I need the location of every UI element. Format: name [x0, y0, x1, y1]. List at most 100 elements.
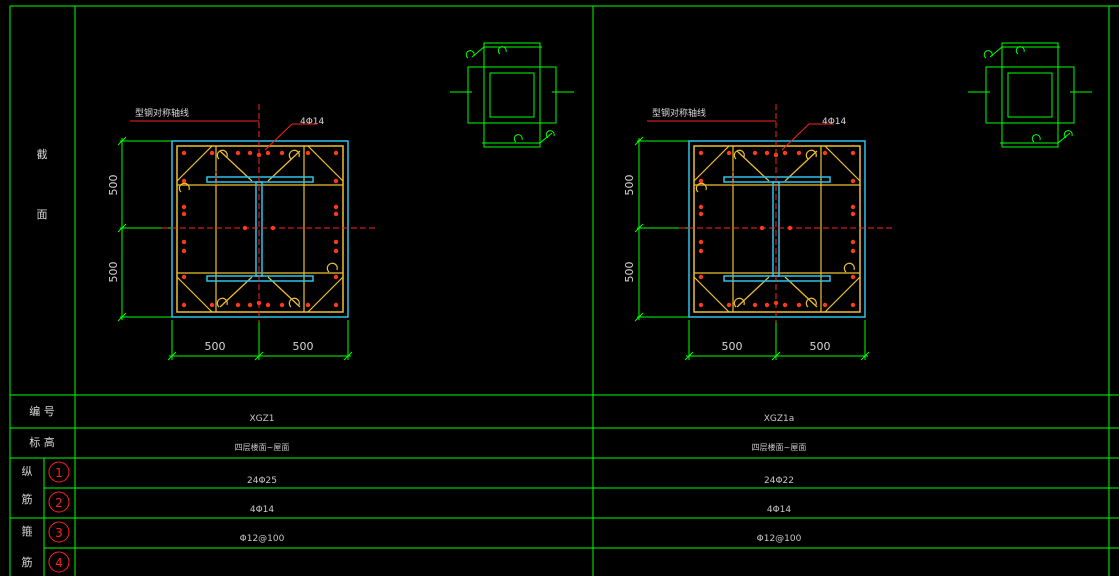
column-1-stirrup-detail [450, 42, 574, 148]
rebar [698, 248, 704, 254]
rebar [279, 150, 285, 156]
tie-rect-vertical [483, 42, 541, 148]
stirrup-hook [733, 149, 745, 160]
rebar [787, 225, 793, 231]
section-label-bottom: 面 [37, 208, 48, 221]
column-1-dim-vertical-top: 500 [107, 175, 120, 196]
rebar [333, 150, 339, 156]
diagonal-tie [824, 276, 861, 313]
rebar [305, 302, 311, 308]
row-circle-1: 1 [55, 466, 63, 480]
callout-leader [264, 123, 293, 151]
rebar [773, 300, 779, 306]
column-1-bar-callout: 4Φ14 [300, 117, 325, 127]
outer-stirrup [693, 145, 861, 313]
column-2-dim-horizontal-right: 500 [810, 340, 831, 353]
column-2-dim-horizontal-left: 500 [722, 340, 743, 353]
rebar [333, 274, 339, 280]
rebar [181, 302, 187, 308]
rebar [333, 211, 339, 217]
section-label-top: 截 [37, 147, 48, 161]
rebar [822, 302, 828, 308]
tie-diagonal [1000, 132, 1071, 144]
tie-rect-inner [1007, 72, 1053, 118]
rebar [235, 302, 241, 308]
rebar [181, 204, 187, 210]
rebar [181, 150, 187, 156]
column-1-axis-leader-text: 型钢对称轴线 [135, 107, 189, 119]
tie-rect-horizontal [467, 66, 557, 124]
column-2-bar-callout: 4Φ14 [822, 117, 847, 127]
rebar [256, 300, 262, 306]
stirrup-hook [695, 182, 707, 193]
row-circle-markers [48, 461, 70, 573]
stirrup-label-top: 箍 [22, 524, 33, 538]
outer-stirrup [176, 145, 344, 313]
rebar [698, 239, 704, 245]
tie-rect-inner [489, 72, 535, 118]
rebar [247, 302, 253, 308]
rebar [181, 211, 187, 217]
rebar [850, 211, 856, 217]
stirrup-hook [216, 297, 228, 308]
row-circle-2: 2 [55, 496, 63, 510]
rebar [265, 302, 271, 308]
stirrup-hook [805, 297, 817, 308]
rebar [726, 302, 732, 308]
elevation-row-label: 标 高 [29, 435, 55, 449]
rebar [796, 302, 802, 308]
dim-tick [860, 351, 870, 361]
column-outline [171, 140, 349, 318]
rebar [279, 302, 285, 308]
stirrup-label-bottom: 筋 [22, 555, 33, 569]
dim-tick [634, 223, 644, 233]
column-1-stirrup: Φ12@100 [240, 534, 285, 544]
stirrup-hook [733, 297, 745, 308]
number-row-label: 编 号 [29, 404, 55, 418]
diagonal-tie [267, 276, 301, 308]
diagonal-tie [693, 276, 730, 313]
callout-leader [781, 123, 810, 151]
stirrup-hook [805, 149, 817, 160]
rebar [698, 302, 704, 308]
rebar [235, 150, 241, 156]
tie-hook [1015, 46, 1025, 55]
rebar [181, 248, 187, 254]
column-2-stirrup: Φ12@100 [757, 534, 802, 544]
rebar [764, 150, 770, 156]
rebar [181, 274, 187, 280]
dim-tick [117, 312, 127, 322]
rebar [796, 150, 802, 156]
longitudinal-label-top: 纵 [22, 465, 33, 478]
diagonal-tie [219, 150, 253, 182]
rebar [242, 225, 248, 231]
diagonal-tie [784, 276, 818, 308]
tie-hook [1063, 130, 1073, 139]
dim-tick [771, 351, 781, 361]
row-circle-3: 3 [55, 526, 63, 540]
column-1-number: XGZ1 [249, 414, 274, 424]
diagonal-tie [736, 276, 770, 308]
rebar [181, 178, 187, 184]
tie-diagonal [989, 46, 1060, 58]
column-2-section-drawing [634, 104, 895, 361]
column-2-number: XGZ1a [764, 414, 795, 424]
column-outline [688, 140, 866, 318]
tie-hook [983, 50, 993, 59]
rebar [822, 150, 828, 156]
column-1-dim-vertical-bottom: 500 [107, 262, 120, 283]
column-2-axis-leader-text: 型钢对称轴线 [652, 107, 706, 119]
rebar [305, 150, 311, 156]
column-2-dim-vertical-top: 500 [623, 175, 636, 196]
rebar [333, 302, 339, 308]
rebar [782, 302, 788, 308]
diagonal-tie [824, 145, 861, 182]
rebar [209, 150, 215, 156]
stirrup-hook [288, 149, 300, 160]
rebar [698, 211, 704, 217]
column-2-dim-vertical-bottom: 500 [623, 262, 636, 283]
column-1-dim-horizontal-left: 500 [205, 340, 226, 353]
rebar [698, 150, 704, 156]
stirrup-hook [178, 182, 190, 193]
